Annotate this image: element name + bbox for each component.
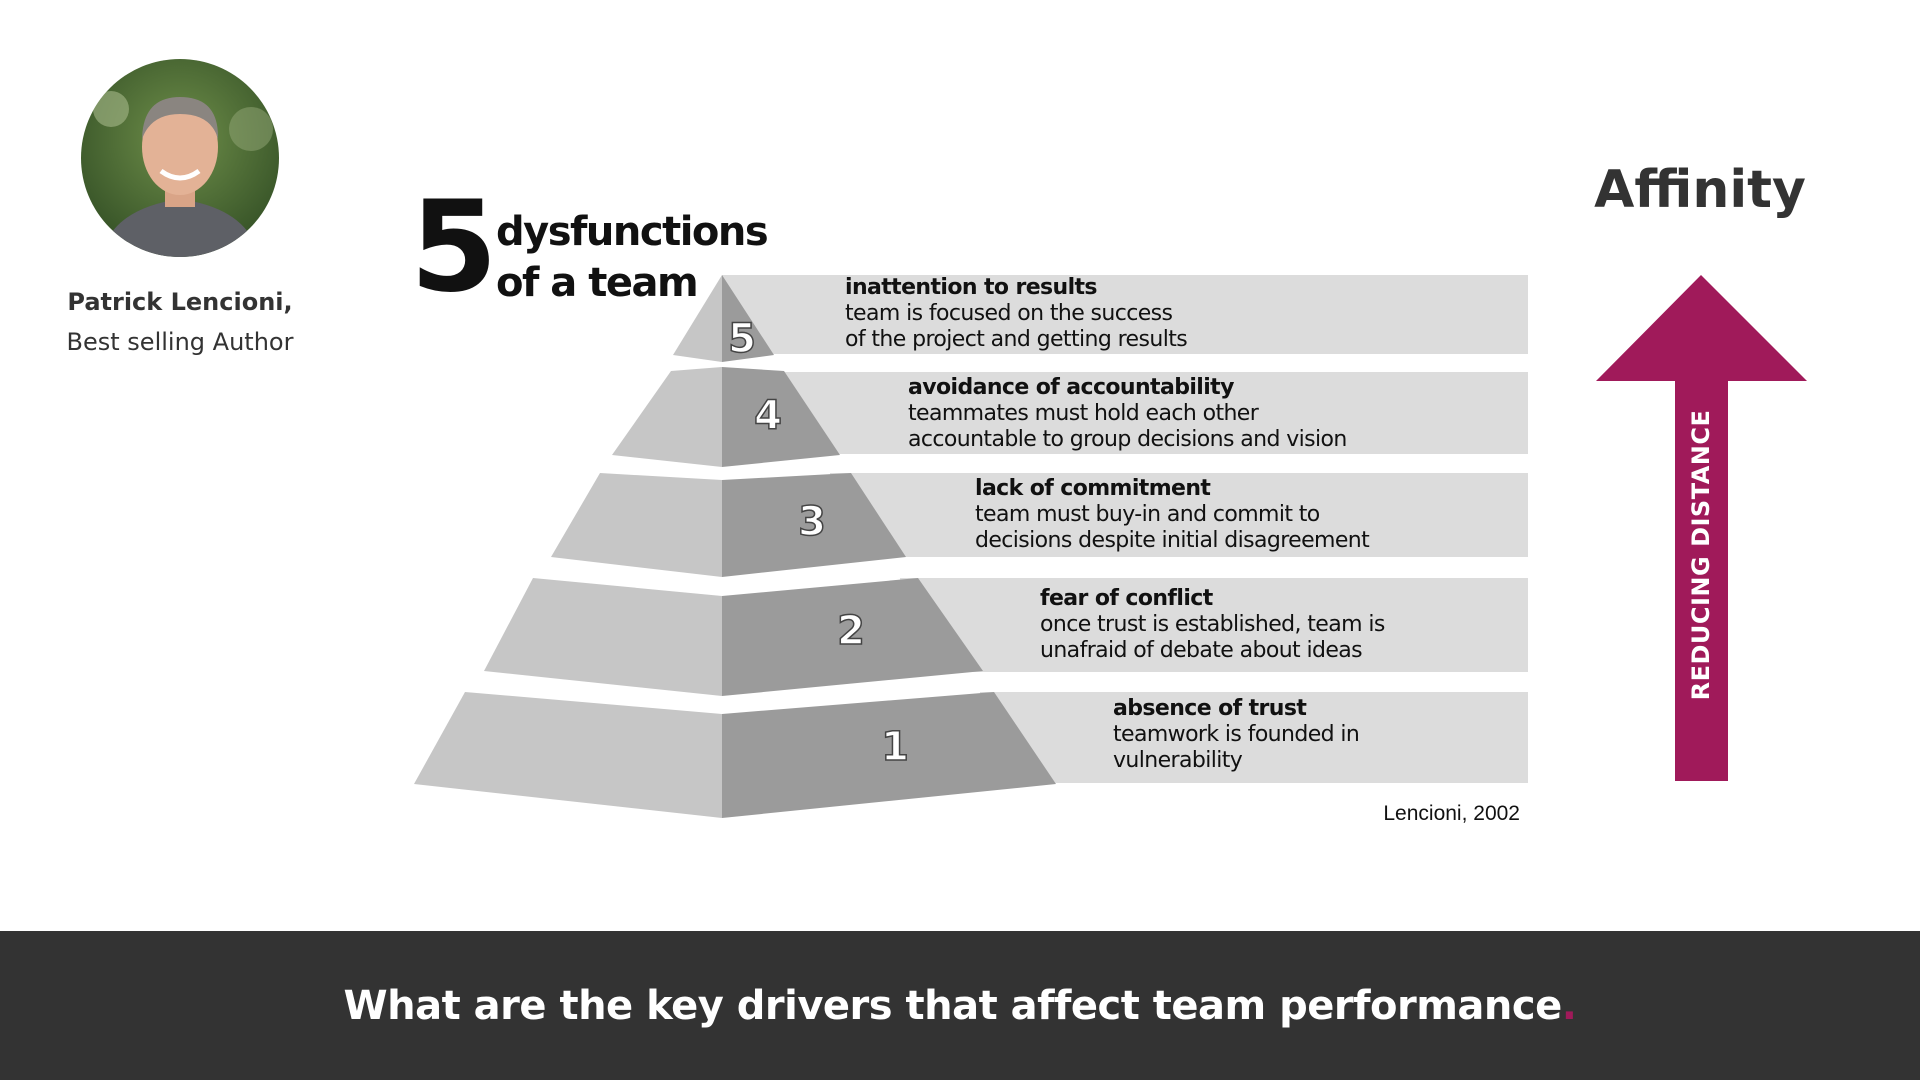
tier-4-shape [612,367,1528,467]
question-text: What are the key drivers that affect tea… [343,983,1563,1029]
title-number: 5 [410,173,498,320]
tier-desc: team must buy-in and commit to [975,502,1320,527]
footer-question: What are the key drivers that affect tea… [0,983,1920,1029]
tier-desc: accountable to group decisions and visio… [908,427,1347,452]
tier-4-text: avoidance of accountability teammates mu… [908,375,1347,453]
tier-3-shape [551,473,1528,577]
tier-desc: vulnerability [1113,748,1243,773]
tier-title: inattention to results [845,275,1098,300]
arrow-label: REDUCING DISTANCE [1687,409,1715,701]
affinity-arrow [1596,275,1807,781]
tier-2-shape [484,578,1528,696]
tier-desc: team is focused on the success [845,301,1173,326]
tier-number-3: 3 [797,498,826,546]
author-name: Patrick Lencioni, [67,288,293,316]
tier-number-4: 4 [753,392,782,440]
title-line-1: dysfunctions [496,209,769,255]
tier-title: avoidance of accountability [908,375,1234,400]
tier-5-text: inattention to results team is focused o… [845,275,1188,353]
tier-desc: once trust is established, team is [1040,612,1385,637]
tier-number-2: 2 [836,607,865,655]
tier-desc: teammates must hold each other [908,401,1259,426]
accent-dot: . [1561,983,1577,1029]
tier-desc: of the project and getting results [845,327,1188,352]
tier-5-shape [673,275,1528,362]
tier-title: absence of trust [1113,696,1307,721]
affinity-title: Affinity [1594,160,1806,220]
tier-1-text: absence of trust teamwork is founded in … [1113,696,1360,774]
tier-number-5: 5 [727,315,756,363]
tier-desc: teamwork is founded in [1113,722,1360,747]
tier-desc: unafraid of debate about ideas [1040,638,1363,663]
tier-desc: decisions despite initial disagreement [975,528,1370,553]
author-role: Best selling Author [66,328,294,356]
tier-2-text: fear of conflict once trust is establish… [1040,586,1385,664]
footer-bar: What are the key drivers that affect tea… [0,931,1920,1080]
tier-title: fear of conflict [1040,586,1213,611]
tier-3-text: lack of commitment team must buy-in and … [975,476,1370,554]
author-photo [81,59,279,257]
citation: Lencioni, 2002 [1383,802,1520,825]
title-line-2: of a team [496,260,699,306]
tier-1-shape [414,692,1528,818]
tier-number-1: 1 [880,723,909,771]
tier-title: lack of commitment [975,476,1211,501]
